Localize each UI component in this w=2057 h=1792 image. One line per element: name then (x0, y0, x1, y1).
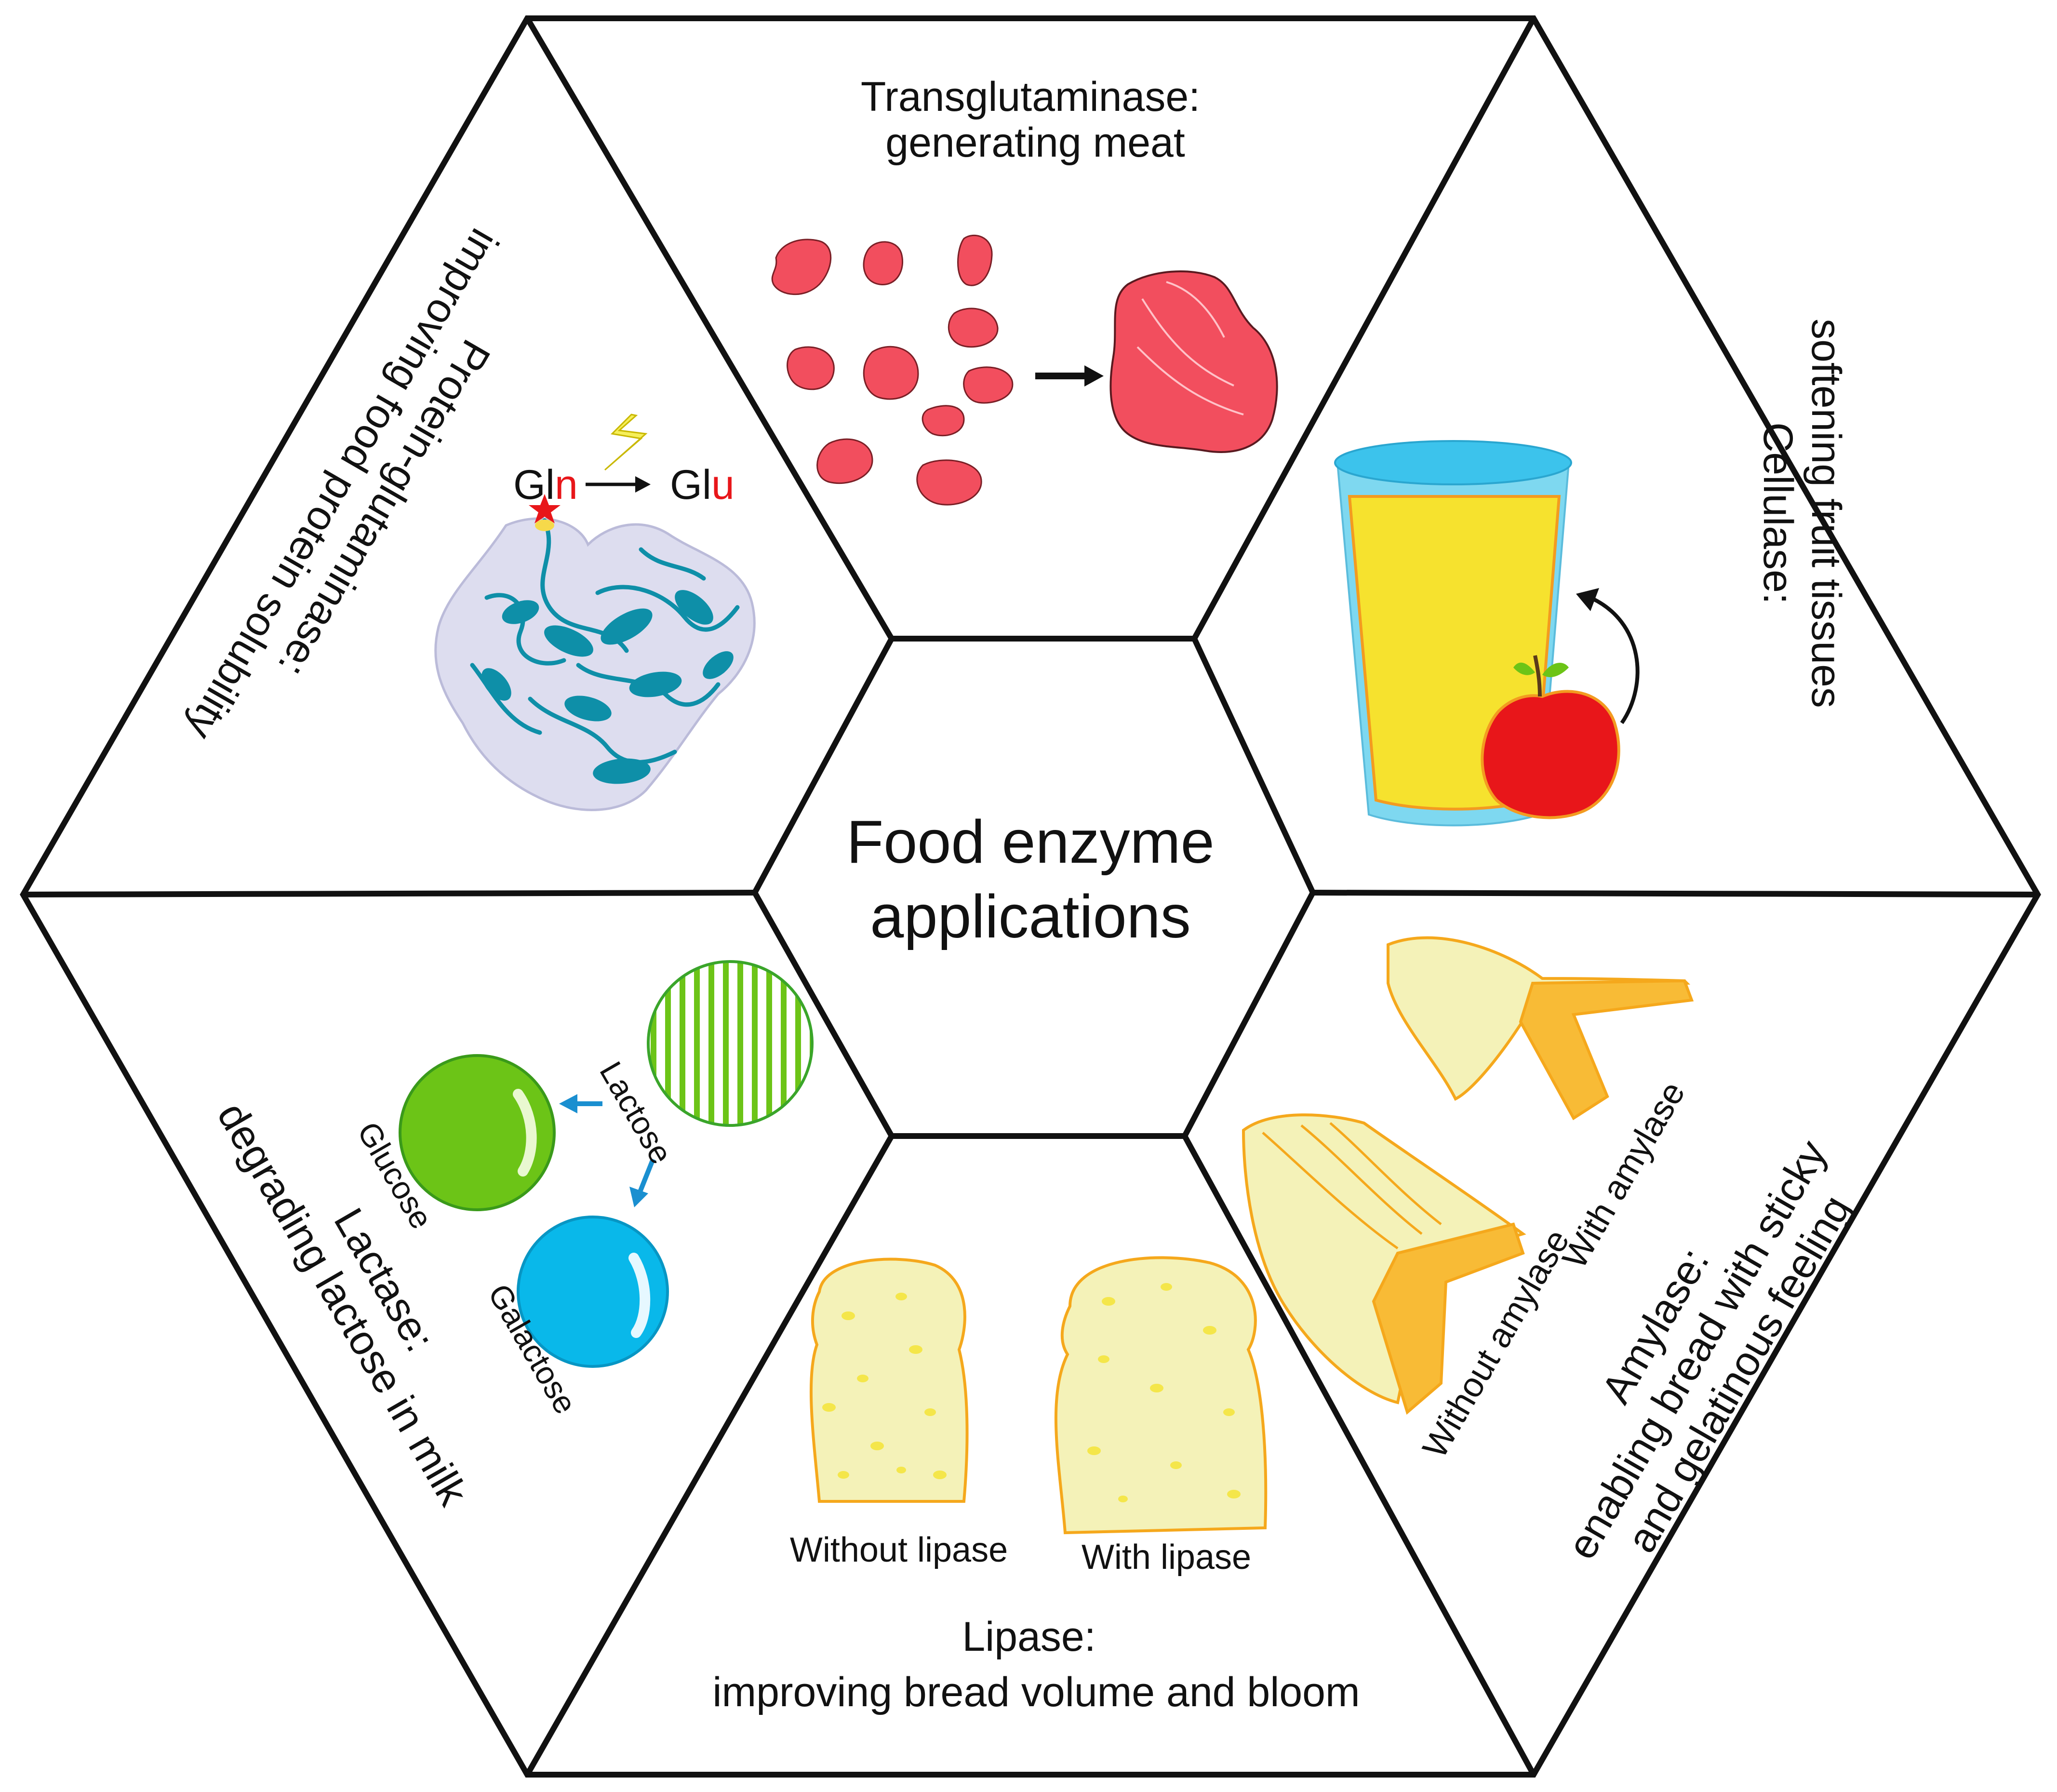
meat-pieces (771, 234, 1014, 506)
meat-piece (957, 234, 993, 286)
meat-piece (863, 346, 919, 400)
bread-with-lipase-icon: With lipase (1054, 1256, 1268, 1577)
section-transglutaminase: Transglutaminase: generating meat (771, 74, 1278, 506)
lightning-icon (604, 414, 648, 471)
meat-piece (863, 241, 904, 285)
meat-piece (816, 438, 873, 484)
reaction-gln-prefix: Gl (513, 462, 555, 508)
reaction-gln-to-glu: Gln Glu (513, 462, 735, 508)
meat-piece (948, 308, 999, 348)
glucose-molecule (399, 1054, 556, 1211)
galactose-molecule (517, 1216, 669, 1368)
protein-structure-icon (434, 494, 756, 811)
label-without-lipase: Without lipase (790, 1531, 1008, 1569)
steak-icon (1109, 270, 1278, 453)
section-protein-glutaminase: Protein-glutaminase: improving food prot… (177, 221, 756, 811)
meat-piece (963, 366, 1014, 404)
transglutaminase-title: Transglutaminase: (861, 74, 1200, 120)
cellulase-title: Cellulase: (1755, 422, 1801, 604)
hexagon-frame (20, 15, 2041, 1778)
center-title: Food enzyme applications (846, 808, 1214, 950)
lipase-title: Lipase: (962, 1614, 1095, 1660)
reaction-glu-prefix: Gl (670, 462, 711, 508)
svg-text:Glu: Glu (670, 462, 735, 508)
reaction-gln-highlight: n (555, 462, 578, 508)
divider-left (23, 890, 755, 897)
transglutaminase-subtitle: generating meat (885, 120, 1185, 166)
apple-icon (1481, 655, 1620, 819)
lactase-arrows (559, 1094, 655, 1207)
section-cellulase: Cellulase: softening fruit tissues (1334, 319, 1849, 827)
lipase-subtitle: improving bread volume and bloom (712, 1669, 1360, 1715)
bread-without-lipase-icon: Without lipase (790, 1257, 1008, 1569)
center-title-line2: applications (870, 883, 1190, 950)
bread-without-amylase-icon: Without amylase (1242, 1113, 1577, 1464)
curved-arrow (1576, 588, 1640, 724)
divider-top-left (524, 16, 895, 641)
divider-right (1312, 890, 2038, 897)
cellulase-subtitle: softening fruit tissues (1803, 319, 1849, 708)
meat-piece (922, 405, 965, 437)
divider-bottom-right (1182, 1135, 1536, 1776)
section-lipase: Without lipase With lipase Lipase: impro… (712, 1256, 1360, 1715)
section-amylase: Amylase: enabling bread with sticky and … (1242, 936, 1860, 1567)
glass-rim (1334, 440, 1572, 485)
meat-piece (787, 346, 835, 390)
divider-top-right (1191, 17, 1536, 640)
center-title-line1: Food enzyme (846, 808, 1214, 876)
lactose-molecule (647, 960, 814, 1127)
glutamine-site-star-icon (529, 494, 561, 523)
meat-piece (771, 239, 832, 295)
label-with-lipase: With lipase (1082, 1538, 1251, 1577)
divider-bottom-left (524, 1135, 895, 1776)
arrow-to-steak (1035, 365, 1104, 387)
meat-piece (916, 459, 982, 506)
svg-text:Gln: Gln (513, 462, 578, 508)
reaction-glu-highlight: u (711, 462, 735, 508)
